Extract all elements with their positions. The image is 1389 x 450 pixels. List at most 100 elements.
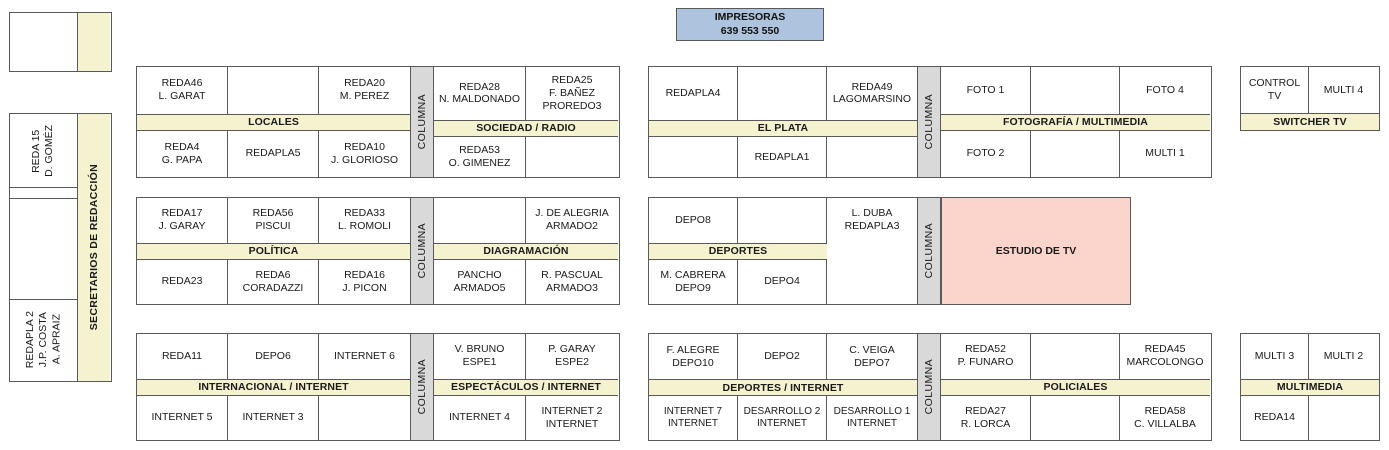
desk-cell[interactable]: REDA49 LAGOMARSINO: [827, 67, 917, 120]
block-elplata-fotografia: REDAPLA4 REDA49 LAGOMARSINO EL PLATA RED…: [648, 66, 1212, 178]
desk-cell[interactable]: REDA20 M. PEREZ: [319, 67, 410, 114]
desk-cell[interactable]: REDA45 MARCOLONGO: [1120, 334, 1210, 379]
label-deportes: DEPORTES: [649, 242, 827, 260]
locales-top-row: REDA46 L. GARAT REDA20 M. PEREZ: [137, 67, 410, 114]
desk-cell[interactable]: [738, 67, 827, 120]
desk-cell[interactable]: REDA16 J. PICON: [319, 260, 410, 305]
label-diagramacion: DIAGRAMACIÓN: [434, 242, 618, 260]
desk-cell[interactable]: REDA28 N. MALDONADO: [434, 67, 526, 120]
columna-divider: COLUMNA: [410, 198, 434, 304]
desk-cell-label: REDA14: [1254, 411, 1295, 424]
desk-cell[interactable]: REDA33 L. ROMOLI: [319, 198, 410, 243]
internacional-bottom-row: INTERNET 5 INTERNET 3: [137, 395, 410, 441]
desk-cell-label: REDAPLA4: [665, 87, 721, 100]
desk-cell[interactable]: M. CABRERA DEPO9: [649, 259, 738, 304]
desk-cell[interactable]: DESARROLLO 2 INTERNET: [738, 396, 827, 440]
desk-cell-label: DEPO6: [255, 349, 291, 362]
desk-cell[interactable]: [827, 137, 917, 177]
desk-cell[interactable]: R. PASCUAL ARMADO3: [526, 260, 618, 305]
sidebar-cell-empty-2[interactable]: [10, 199, 77, 300]
desk-cell[interactable]: DEPO4: [738, 259, 827, 304]
desk-cell[interactable]: [1031, 395, 1120, 440]
sidebar-cell-reda15[interactable]: REDA 15 D. GOMÉZ: [10, 114, 77, 188]
desk-cell-label: REDA33 L. ROMOLI: [337, 207, 392, 233]
desk-cell[interactable]: [649, 136, 738, 178]
desk-cell[interactable]: [1309, 396, 1378, 441]
desk-cell-label: INTERNET 3: [242, 411, 304, 424]
desk-cell-label: P. GARAY ESPE2: [548, 343, 596, 369]
desk-cell[interactable]: [434, 198, 526, 243]
sidebar-cell-empty-1[interactable]: [10, 188, 77, 199]
desk-cell[interactable]: [1031, 130, 1120, 177]
desk-cell[interactable]: V. BRUNO ESPE1: [434, 334, 526, 379]
desk-cell[interactable]: DEPO6: [228, 334, 319, 379]
desk-cell[interactable]: INTERNET 7 INTERNET: [649, 396, 738, 440]
desk-cell[interactable]: DEPO2: [738, 334, 827, 380]
label-fotografia-multimedia: FOTOGRAFÍA / MULTIMEDIA: [941, 113, 1210, 131]
desk-cell[interactable]: REDA23: [137, 259, 228, 304]
desk-cell[interactable]: REDA25 F. BAÑEZ PROREDO3: [526, 67, 618, 120]
block-deportesinternet-policiales: F. ALEGRE DEPO10 DEPO2 C. VEIGA DEPO7 DE…: [648, 333, 1212, 441]
columna-label: COLUMNA: [923, 94, 935, 150]
desk-cell[interactable]: C. VEIGA DEPO7: [827, 334, 917, 379]
desk-cell[interactable]: FOTO 2: [941, 130, 1031, 177]
desk-cell[interactable]: [738, 198, 827, 243]
desk-cell[interactable]: MULTI 3: [1241, 334, 1309, 379]
desk-cell[interactable]: [1031, 334, 1120, 379]
desk-cell[interactable]: INTERNET 3: [228, 395, 319, 440]
desk-cell[interactable]: MULTI 2: [1309, 334, 1378, 379]
desk-cell[interactable]: REDA4 G. PAPA: [137, 130, 228, 177]
desk-cell-label: REDA23: [161, 275, 203, 288]
desk-cell[interactable]: REDA46 L. GARAT: [137, 67, 228, 114]
desk-cell[interactable]: REDA14: [1241, 395, 1309, 440]
sidebar-top-cell: [10, 13, 78, 71]
studio-tv-area[interactable]: ESTUDIO DE TV: [941, 198, 1130, 304]
desk-cell[interactable]: MULTI 1: [1120, 131, 1210, 178]
desk-cell[interactable]: REDA53 O. GIMENEZ: [434, 136, 526, 178]
switcher-top-row: CONTROL TV MULTI 4: [1241, 67, 1379, 113]
desk-cell[interactable]: REDAPLA4: [649, 67, 738, 120]
desk-cell-label: L. DUBA REDAPLA3: [844, 207, 900, 233]
desk-cell[interactable]: [526, 137, 618, 177]
desk-cell[interactable]: FOTO 1: [941, 67, 1031, 114]
desk-cell-label: REDA16 J. PICON: [342, 268, 387, 294]
elplata-bottom-row: REDAPLA1: [649, 136, 917, 178]
desk-cell[interactable]: P. GARAY ESPE2: [526, 334, 618, 379]
desk-cell[interactable]: F. ALEGRE DEPO10: [649, 334, 738, 380]
desk-cell[interactable]: CONTROL TV: [1241, 67, 1309, 113]
desk-cell[interactable]: REDAPLA1: [738, 136, 827, 178]
desk-cell[interactable]: DESARROLLO 1 INTERNET: [827, 396, 917, 440]
desk-cell[interactable]: FOTO 4: [1120, 67, 1210, 114]
desk-cell[interactable]: REDA11: [137, 334, 228, 379]
deportes-label-row: DEPORTES: [649, 242, 917, 260]
desk-cell[interactable]: REDA52 P. FUNARO: [941, 334, 1031, 379]
desk-cell[interactable]: INTERNET 6: [319, 334, 410, 379]
desk-cell[interactable]: REDA56 PISCUI: [228, 198, 319, 243]
desk-cell[interactable]: PANCHO ARMADO5: [434, 259, 526, 304]
deportesinternet-bottom-row: INTERNET 7 INTERNET DESARROLLO 2 INTERNE…: [649, 396, 917, 440]
desk-cell[interactable]: MULTI 4: [1309, 67, 1378, 113]
desk-cell[interactable]: DEPO8: [649, 198, 738, 243]
desk-cell-label: CONTROL TV: [1248, 77, 1301, 102]
sidebar-cell-redapla2[interactable]: REDAPLA 2 J.P. COSTA A. APRAIZ: [10, 300, 77, 380]
desk-cell[interactable]: REDA10 J. GLORIOSO: [319, 131, 410, 178]
desk-cell[interactable]: INTERNET 2 INTERNET: [526, 396, 618, 441]
group-locales: REDA46 L. GARAT REDA20 M. PEREZ LOCALES …: [137, 67, 410, 177]
fotografia-bottom-row: FOTO 2 MULTI 1: [941, 130, 1210, 178]
desk-cell-label: DEPO2: [764, 350, 800, 363]
desk-cell[interactable]: REDA17 J. GARAY: [137, 198, 228, 243]
desk-cell[interactable]: REDA27 R. LORCA: [941, 395, 1031, 440]
desk-cell-label: M. CABRERA DEPO9: [660, 268, 726, 294]
desk-cell[interactable]: REDA6 CORADAZZI: [228, 259, 319, 304]
desk-cell[interactable]: [827, 260, 917, 305]
desk-cell[interactable]: J. DE ALEGRIA ARMADO2: [526, 198, 618, 243]
desk-cell[interactable]: REDAPLA5: [228, 130, 319, 177]
desk-cell[interactable]: INTERNET 5: [137, 395, 228, 440]
desk-cell[interactable]: [319, 396, 410, 441]
desk-cell[interactable]: INTERNET 4: [434, 395, 526, 440]
desk-cell[interactable]: L. DUBA REDAPLA3: [827, 198, 917, 243]
desk-cell[interactable]: [1031, 67, 1120, 114]
desk-cell[interactable]: REDA58 C. VILLALBA: [1120, 396, 1210, 441]
desk-cell[interactable]: [228, 67, 319, 114]
desk-cell-label: J. DE ALEGRIA ARMADO2: [535, 207, 609, 233]
